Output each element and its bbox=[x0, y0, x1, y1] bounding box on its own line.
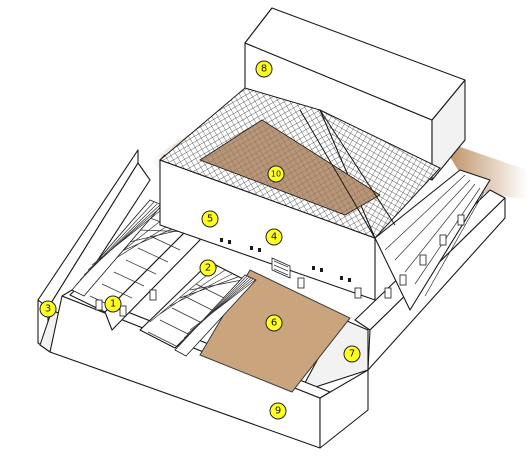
badge-4: 4 bbox=[265, 228, 283, 246]
right-cell-block bbox=[374, 169, 491, 311]
badge-6: 6 bbox=[265, 314, 283, 332]
shadow-right bbox=[440, 140, 527, 200]
badge-8: 8 bbox=[255, 60, 273, 78]
svg-text:8: 8 bbox=[261, 64, 267, 75]
hipped-roof bbox=[159, 87, 441, 239]
svg-text:5: 5 bbox=[207, 214, 213, 225]
outer-wall-left bbox=[37, 149, 151, 353]
badge-7: 7 bbox=[343, 345, 361, 363]
left-cell-block bbox=[69, 204, 201, 331]
badge-2: 2 bbox=[199, 259, 217, 277]
badge-10: 10 bbox=[267, 165, 285, 183]
badge-1: 1 bbox=[104, 295, 122, 313]
svg-text:2: 2 bbox=[205, 263, 211, 274]
badge-9: 9 bbox=[269, 402, 287, 420]
badge-5: 5 bbox=[201, 210, 219, 228]
svg-text:1: 1 bbox=[110, 299, 116, 310]
badge-3: 3 bbox=[39, 300, 57, 318]
windows-row bbox=[220, 238, 351, 282]
svg-text:4: 4 bbox=[271, 232, 277, 243]
svg-text:9: 9 bbox=[275, 406, 281, 417]
svg-text:7: 7 bbox=[349, 349, 355, 360]
svg-text:3: 3 bbox=[45, 304, 51, 315]
label-badges: 1 2 3 4 5 6 7 8 bbox=[39, 60, 361, 420]
svg-text:10: 10 bbox=[271, 170, 281, 179]
svg-text:6: 6 bbox=[271, 318, 277, 329]
middle-staircase bbox=[174, 274, 257, 357]
